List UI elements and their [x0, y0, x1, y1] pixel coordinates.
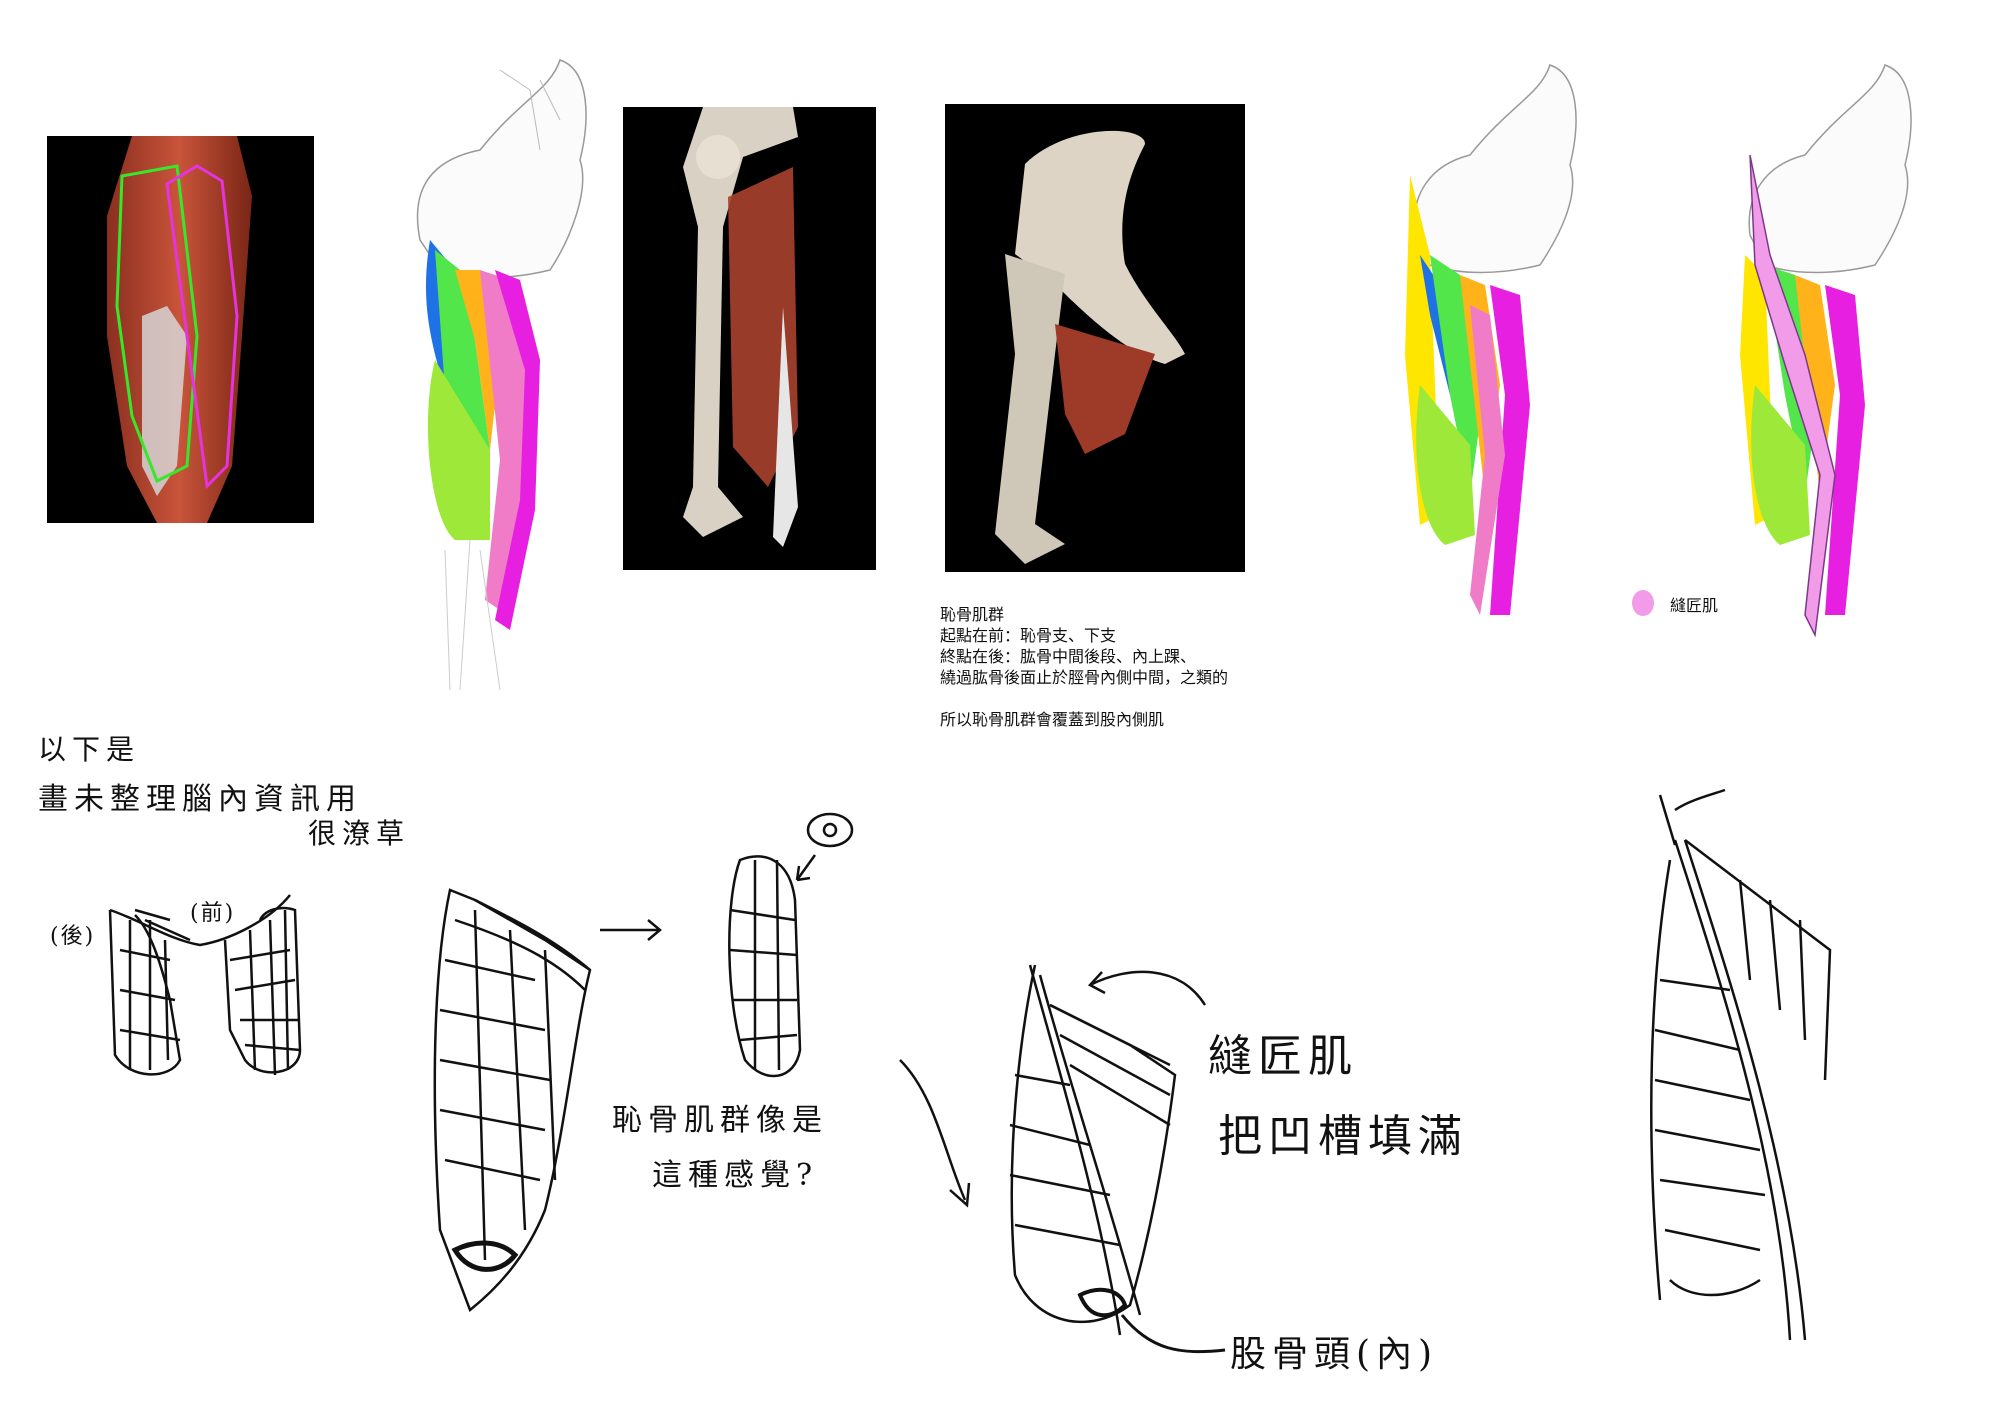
- colored-muscle-diagram-3: [1725, 55, 1925, 695]
- curved-arrow-top: [1080, 960, 1210, 1010]
- question-line-2: 這種感覺?: [652, 1158, 819, 1193]
- label-back: (後): [50, 924, 96, 949]
- sartorius-line-1: 縫匠肌: [1208, 1031, 1358, 1082]
- legend-label: 縫匠肌: [1670, 596, 1719, 615]
- note-line-2: 起點在前：恥骨支、下支: [940, 626, 1117, 645]
- arrow-right: [598, 915, 668, 945]
- colored-muscle-diagram-2: [1390, 55, 1590, 695]
- sketch-capsule: [715, 800, 865, 1090]
- sketch-thigh-sartorius: [1630, 780, 1850, 1380]
- note-line-5: 所以恥骨肌群會覆蓋到股內側肌: [940, 710, 1165, 729]
- femur-head-pointer: [1120, 1310, 1230, 1360]
- intro-line-2: 畫未整理腦內資訊用: [38, 782, 362, 817]
- intro-line-3: 很潦草: [308, 817, 411, 850]
- note-line-1: 恥骨肌群: [940, 605, 1005, 624]
- question-line-1: 恥骨肌群像是: [612, 1103, 828, 1138]
- sketch-thigh-block: [415, 880, 605, 1340]
- femur-head-label: 股骨頭(內): [1230, 1334, 1439, 1375]
- anatomy-photo-thigh-outlined: [47, 136, 314, 523]
- pubic-muscle-notes: 恥骨肌群 起點在前：恥骨支、下支 終點在後：肱骨中間後段、內上踝、 繞過肱骨後面…: [940, 604, 1360, 730]
- sketch-sartorius-wrap: [1000, 955, 1200, 1355]
- legend-swatch: [1632, 590, 1654, 616]
- legend: 縫匠肌: [1632, 588, 1752, 618]
- sartorius-line-2: 把凹槽填滿: [1218, 1111, 1468, 1162]
- note-line-4: 繞過肱骨後面止於脛骨內側中間，之類的: [940, 668, 1229, 687]
- label-front: (前): [190, 901, 236, 926]
- colored-muscle-diagram-1: [390, 40, 630, 690]
- intro-line-1: 以下是: [38, 733, 141, 766]
- anatomy-photo-femur-front: [623, 107, 876, 570]
- note-line-3: 終點在後：肱骨中間後段、內上踝、: [940, 647, 1197, 666]
- anatomy-photo-pelvis: [945, 104, 1245, 572]
- curved-arrow: [895, 1055, 975, 1215]
- sketch-back-front-thighs: [50, 880, 340, 1110]
